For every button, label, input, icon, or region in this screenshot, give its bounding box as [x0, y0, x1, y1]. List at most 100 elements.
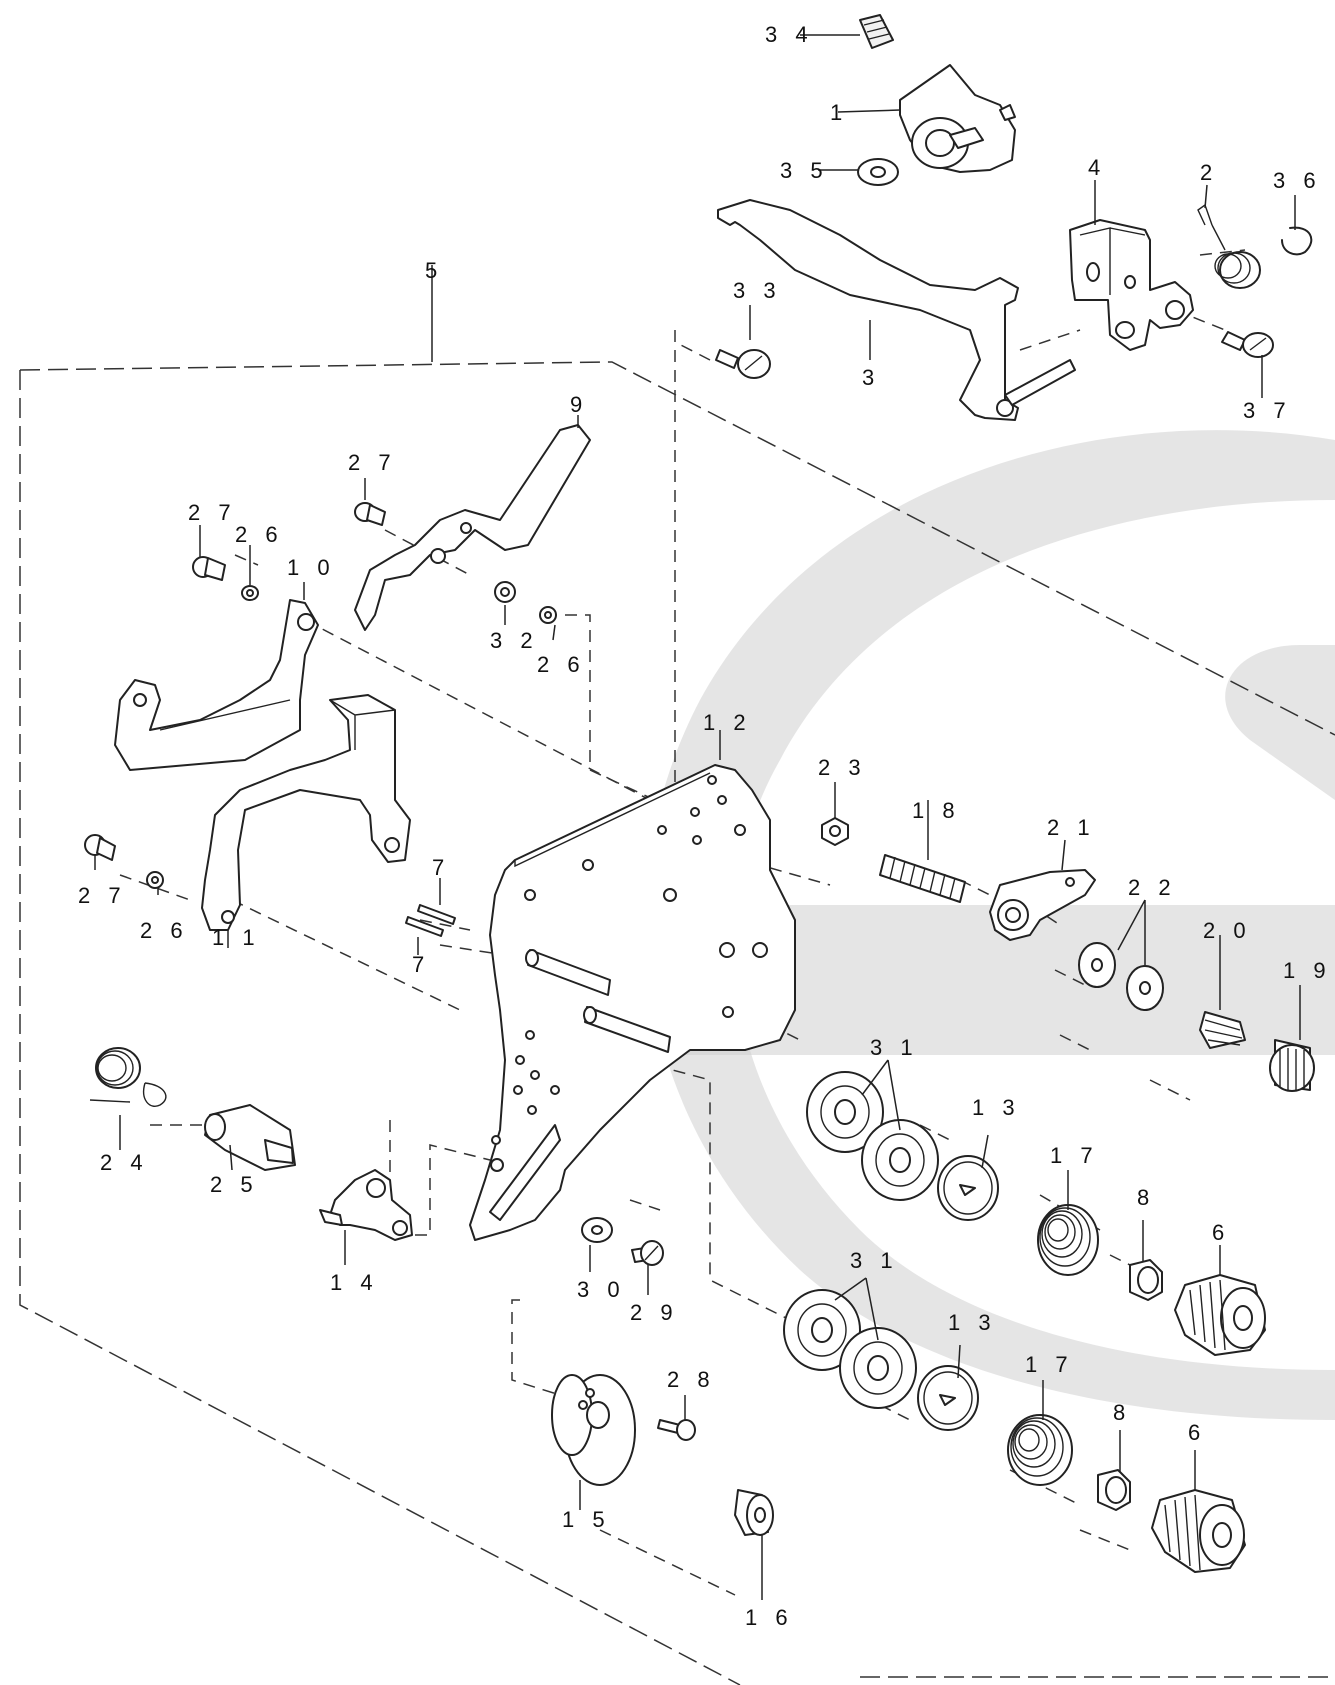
label-16: 1 6: [745, 1605, 794, 1630]
part-9-lever: [354, 424, 591, 631]
label-4: 4: [1088, 155, 1106, 180]
part-31-disc-upper-b: [861, 1119, 939, 1201]
part-17-tension-spring-upper: [1037, 1204, 1099, 1276]
part-35-washer: [857, 158, 899, 186]
part-24-spring: [89, 1047, 167, 1107]
label-7-top: 7: [432, 855, 450, 880]
label-27-mid: 2 7: [188, 500, 237, 525]
part-17-tension-spring-lower: [1007, 1414, 1073, 1486]
part-21-check-spring-plate: [989, 869, 1096, 941]
part-37-screw: [1221, 331, 1274, 358]
label-27-low: 2 7: [78, 883, 127, 908]
label-24: 2 4: [100, 1150, 149, 1175]
label-leaders: [94, 34, 1301, 1600]
part-22-disc-a: [1078, 942, 1116, 988]
label-15: 1 5: [562, 1507, 611, 1532]
label-13-upper: 1 3: [972, 1095, 1021, 1120]
label-6-lower: 6: [1188, 1420, 1206, 1445]
part-26-washer-right: [539, 606, 557, 624]
label-8-upper: 8: [1137, 1185, 1155, 1210]
part-13-tension-release-disc-lower: [917, 1365, 979, 1431]
label-14: 1 4: [330, 1270, 379, 1295]
part-11-lever-plate: [201, 694, 411, 931]
label-35: 3 5: [780, 158, 829, 183]
part-27-shoulder-screw-top: [354, 502, 386, 526]
part-26-washer-left: [146, 871, 164, 889]
label-20: 2 0: [1203, 918, 1252, 943]
label-2: 2: [1200, 160, 1218, 185]
part-25-shaft: [204, 1104, 296, 1171]
label-29: 2 9: [630, 1300, 679, 1325]
label-27-top: 2 7: [348, 450, 397, 475]
label-17-upper: 1 7: [1050, 1143, 1099, 1168]
part-7-pin-a: [417, 904, 456, 925]
label-8-lower: 8: [1113, 1400, 1131, 1425]
assembly-5-boundary: [19, 361, 1335, 1685]
label-25: 2 5: [210, 1172, 259, 1197]
part-19-knurled-nut: [1269, 1039, 1315, 1092]
part-31-disc-lower-a: [783, 1289, 861, 1371]
part-3-lever-arm: [717, 199, 1076, 421]
part-6-tension-nut-lower: [1151, 1489, 1246, 1573]
part-4-bracket: [1069, 219, 1194, 351]
part-36-retaining-ring: [1281, 226, 1313, 256]
label-7-bottom: 7: [412, 952, 430, 977]
part-26-washer-mid: [241, 585, 259, 601]
part-18-threaded-stud: [879, 854, 966, 903]
part-7-pin-b: [405, 916, 444, 937]
part-16-knurled-nut: [734, 1489, 774, 1536]
part-23-nut: [821, 817, 849, 846]
part-30-washer: [581, 1217, 613, 1243]
label-36: 3 6: [1273, 168, 1322, 193]
label-3: 3: [862, 365, 880, 390]
part-2-torsion-spring: [1197, 203, 1261, 289]
label-26-right: 2 6: [537, 652, 586, 677]
part-20-cone-spring: [1199, 1011, 1246, 1049]
label-13-lower: 1 3: [948, 1310, 997, 1335]
part-33-screw: [715, 349, 771, 379]
label-31-lower: 3 1: [850, 1248, 899, 1273]
part-15-thread-guide-disc: [551, 1374, 636, 1486]
part-8-stopper-lower: [1097, 1469, 1131, 1511]
label-12: 1 2: [703, 710, 752, 735]
label-23: 2 3: [818, 755, 867, 780]
label-26-mid: 2 6: [235, 522, 284, 547]
label-30: 3 0: [577, 1277, 626, 1302]
label-28: 2 8: [667, 1367, 716, 1392]
label-5: 5: [425, 258, 443, 283]
part-31-disc-lower-b: [839, 1327, 917, 1409]
label-11: 1 1: [212, 925, 261, 950]
label-10: 1 0: [287, 555, 336, 580]
part-14-release-lever: [319, 1169, 413, 1241]
label-32: 3 2: [490, 628, 539, 653]
part-22-disc-b: [1126, 965, 1164, 1011]
label-18: 1 8: [912, 798, 961, 823]
part-27-shoulder-screw-mid: [192, 556, 226, 581]
label-17-lower: 1 7: [1025, 1352, 1074, 1377]
part-34-set-screw: [859, 14, 894, 49]
label-33: 3 3: [733, 278, 782, 303]
part-13-tension-release-disc-upper: [937, 1155, 999, 1221]
part-12-main-plate: [469, 764, 796, 1241]
label-37: 3 7: [1243, 398, 1292, 423]
label-21: 2 1: [1047, 815, 1096, 840]
part-10-lever-plate: [114, 599, 319, 771]
label-1: 1: [830, 100, 848, 125]
label-9: 9: [570, 392, 588, 417]
part-labels: 3 4 1 3 5 4 2 3 6 3 3 3 3 7 5 9 2 7 2 7 …: [78, 22, 1332, 1630]
part-28-screw: [657, 1419, 696, 1441]
label-19: 1 9: [1283, 958, 1332, 983]
part-1-hub-lever: [899, 64, 1016, 173]
label-22: 2 2: [1128, 875, 1177, 900]
label-31-upper: 3 1: [870, 1035, 919, 1060]
part-32-washer: [494, 581, 516, 603]
part-6-tension-nut-upper: [1174, 1274, 1266, 1356]
label-6-upper: 6: [1212, 1220, 1230, 1245]
part-27-shoulder-screw-low: [84, 834, 116, 861]
label-34: 3 4: [765, 22, 814, 47]
part-8-stopper-upper: [1129, 1259, 1163, 1301]
part-29-screw: [631, 1240, 664, 1266]
label-26-left: 2 6: [140, 918, 189, 943]
